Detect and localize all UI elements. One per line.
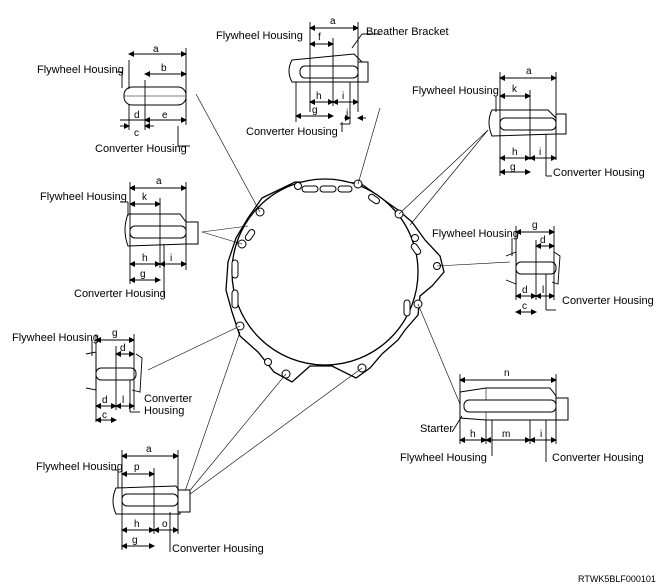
label-flywheel-housing: Flywheel Housing <box>37 64 124 76</box>
dim-m: m <box>502 429 510 440</box>
dim-g: g <box>532 220 538 231</box>
dim-g: g <box>312 105 318 116</box>
dim-n: n <box>504 368 510 379</box>
label-converter-housing: Converter Housing <box>246 126 338 138</box>
dim-d: d <box>540 235 546 246</box>
label-converter-housing: Converter Housing <box>552 452 644 464</box>
label-flywheel-housing: Flywheel Housing <box>412 85 499 97</box>
dim-d: d <box>120 343 126 354</box>
label-housing: Housing <box>144 405 184 417</box>
dim-j: j <box>345 108 348 119</box>
dim-g: g <box>510 162 516 173</box>
label-flywheel-housing: Flywheel Housing <box>12 332 99 344</box>
dim-f: f <box>318 32 321 43</box>
dim-e: e <box>162 110 168 121</box>
dim-i: i <box>539 147 541 158</box>
dim-a: a <box>146 444 152 455</box>
label-flywheel-housing: Flywheel Housing <box>432 228 519 240</box>
callout-lower-left: g d d l c Flywheel Housing Converter Hou… <box>12 328 193 423</box>
label-converter-housing: Converter Housing <box>562 295 654 307</box>
dim-g: g <box>140 269 146 280</box>
dim-i: i <box>342 91 344 102</box>
dim-h: h <box>134 519 140 530</box>
dim-k: k <box>142 192 148 203</box>
callout-starter: n h m i Starter Flywheel Housing Convert… <box>400 368 644 464</box>
label-flywheel-housing: Flywheel Housing <box>400 452 487 464</box>
label-converter-housing: Converter Housing <box>553 167 645 179</box>
dim-c: c <box>522 301 527 312</box>
callout-mid-right: g d d l c Flywheel Housing Converter Hou… <box>432 220 654 315</box>
dim-d: d <box>134 110 140 121</box>
dim-g: g <box>112 328 118 339</box>
dim-p: p <box>134 462 140 473</box>
label-converter-housing: Converter Housing <box>95 143 187 155</box>
label-flywheel-housing: Flywheel Housing <box>216 30 303 42</box>
dim-h: h <box>512 147 518 158</box>
flywheel-housing-plate <box>225 178 445 383</box>
label-converter-housing: Converter Housing <box>172 543 264 555</box>
label-starter: Starter <box>420 423 453 435</box>
dim-c: c <box>134 128 139 139</box>
dim-d: d <box>522 285 528 296</box>
callout-top-left: a b d e c Flywheel Housing Converter Hou… <box>37 44 190 155</box>
dim-l: l <box>542 285 544 296</box>
dim-c: c <box>102 410 107 421</box>
dim-h: h <box>316 91 322 102</box>
figure-code: RTWK5BLF000101 <box>578 574 656 584</box>
label-converter: Converter <box>144 393 193 405</box>
label-converter-housing: Converter Housing <box>74 288 166 300</box>
dim-h: h <box>142 253 148 264</box>
dim-l: l <box>122 395 124 406</box>
dim-a: a <box>330 16 336 27</box>
label-flywheel-housing: Flywheel Housing <box>36 461 123 473</box>
callout-mid-left: a k h i g Flywheel Housing Converter Hou… <box>40 176 199 300</box>
label-breather-bracket: Breather Bracket <box>366 26 449 38</box>
dim-d: d <box>102 395 108 406</box>
dim-k: k <box>512 84 518 95</box>
dim-h: h <box>470 429 476 440</box>
dim-o: o <box>162 519 168 530</box>
callout-top-center: a f h i g j Flywheel Housing Breather Br… <box>216 16 449 138</box>
dim-i: i <box>170 253 172 264</box>
label-flywheel-housing: Flywheel Housing <box>40 191 127 203</box>
callout-top-right: a k h i g Flywheel Housing Converter Hou… <box>412 66 645 179</box>
dim-a: a <box>526 66 532 77</box>
dim-g: g <box>132 535 138 546</box>
leader-lines <box>147 93 511 501</box>
dim-b: b <box>161 63 167 74</box>
dim-a: a <box>156 176 162 187</box>
callout-bottom-left: a p h o g Flywheel Housing Converter Hou… <box>36 444 264 555</box>
dim-i: i <box>540 429 542 440</box>
dim-a: a <box>153 44 159 55</box>
